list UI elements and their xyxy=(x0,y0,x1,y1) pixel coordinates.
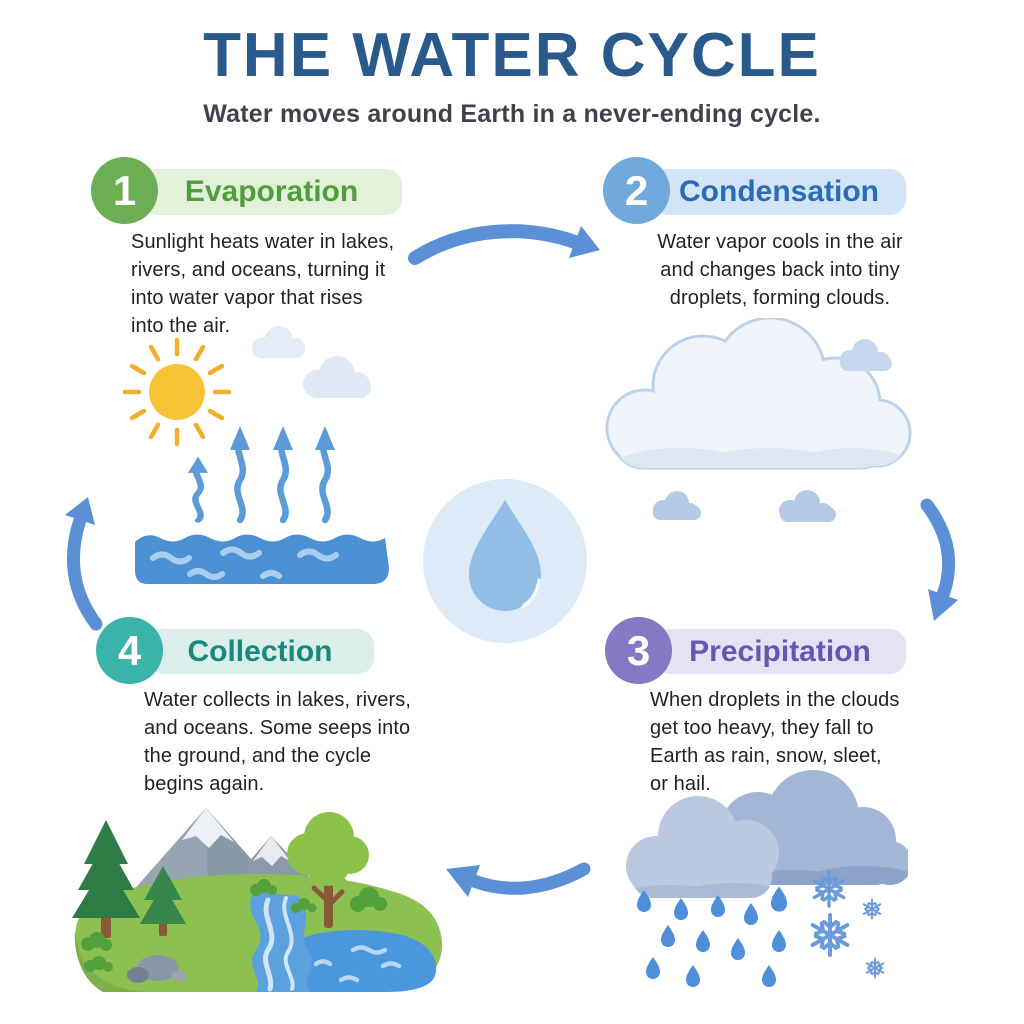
collection-description: Water collects in lakes, rivers, and oce… xyxy=(144,689,411,795)
big-cloud-icon xyxy=(605,318,912,470)
step-1-badge: 1 xyxy=(91,157,158,224)
step-2-badge: 2 xyxy=(603,157,670,224)
page-title: THE WATER CYCLE xyxy=(203,21,821,90)
small-cloud-icon xyxy=(653,491,701,520)
bushes-icon xyxy=(81,879,387,972)
collection-heading: Collection xyxy=(146,629,374,674)
cloud-icon xyxy=(252,326,305,359)
condensation-description: Water vapor cools in the air and changes… xyxy=(657,231,903,309)
condensation-illustration xyxy=(605,318,912,522)
vapor-arrows-icon xyxy=(188,426,335,520)
precipitation-label: Precipitation xyxy=(689,634,871,668)
step-1-number: 1 xyxy=(112,166,137,214)
step-2-number: 2 xyxy=(624,166,649,214)
arrow-condensation-to-precipitation-icon xyxy=(920,498,958,621)
condensation-label: Condensation xyxy=(679,175,879,208)
page-subtitle: Water moves around Earth in a never-endi… xyxy=(203,100,821,128)
step-3-badge: 3 xyxy=(605,617,672,684)
precipitation-illustration xyxy=(626,770,908,987)
collection-label: Collection xyxy=(187,634,333,668)
small-cloud-icon xyxy=(779,490,836,522)
step-3-number: 3 xyxy=(626,626,651,674)
collection-illustration xyxy=(72,808,443,992)
tree-icon xyxy=(287,812,369,928)
arrow-evaporation-to-condensation-icon xyxy=(408,224,600,265)
condensation-heading: Condensation xyxy=(652,169,906,215)
rain-cloud-light-icon xyxy=(626,796,779,898)
river-icon xyxy=(250,892,312,992)
rocks-icon xyxy=(127,955,187,983)
raindrops-icon xyxy=(637,886,788,987)
step-4-number: 4 xyxy=(117,626,142,674)
sun-icon xyxy=(122,337,232,447)
step-4-badge: 4 xyxy=(96,617,163,684)
evaporation-heading: Evaporation xyxy=(141,169,402,215)
evaporation-description: Sunlight heats water in lakes, rivers, a… xyxy=(131,231,395,337)
water-icon xyxy=(135,534,389,584)
snowflakes-icon xyxy=(810,872,885,978)
precipitation-heading: Precipitation xyxy=(654,629,906,674)
lake-icon xyxy=(281,930,437,992)
arrow-collection-to-evaporation-icon xyxy=(65,497,103,631)
pine-tree-icon xyxy=(140,866,186,936)
water-droplet-icon xyxy=(423,479,587,643)
small-cloud-icon xyxy=(840,339,892,371)
evaporation-label: Evaporation xyxy=(184,175,359,208)
evaporation-illustration xyxy=(122,326,389,584)
precipitation-description: When droplets in the clouds get too heav… xyxy=(650,689,900,795)
cloud-icon xyxy=(303,356,371,398)
pine-tree-icon xyxy=(72,820,140,938)
arrow-precipitation-to-collection-icon xyxy=(446,862,591,897)
